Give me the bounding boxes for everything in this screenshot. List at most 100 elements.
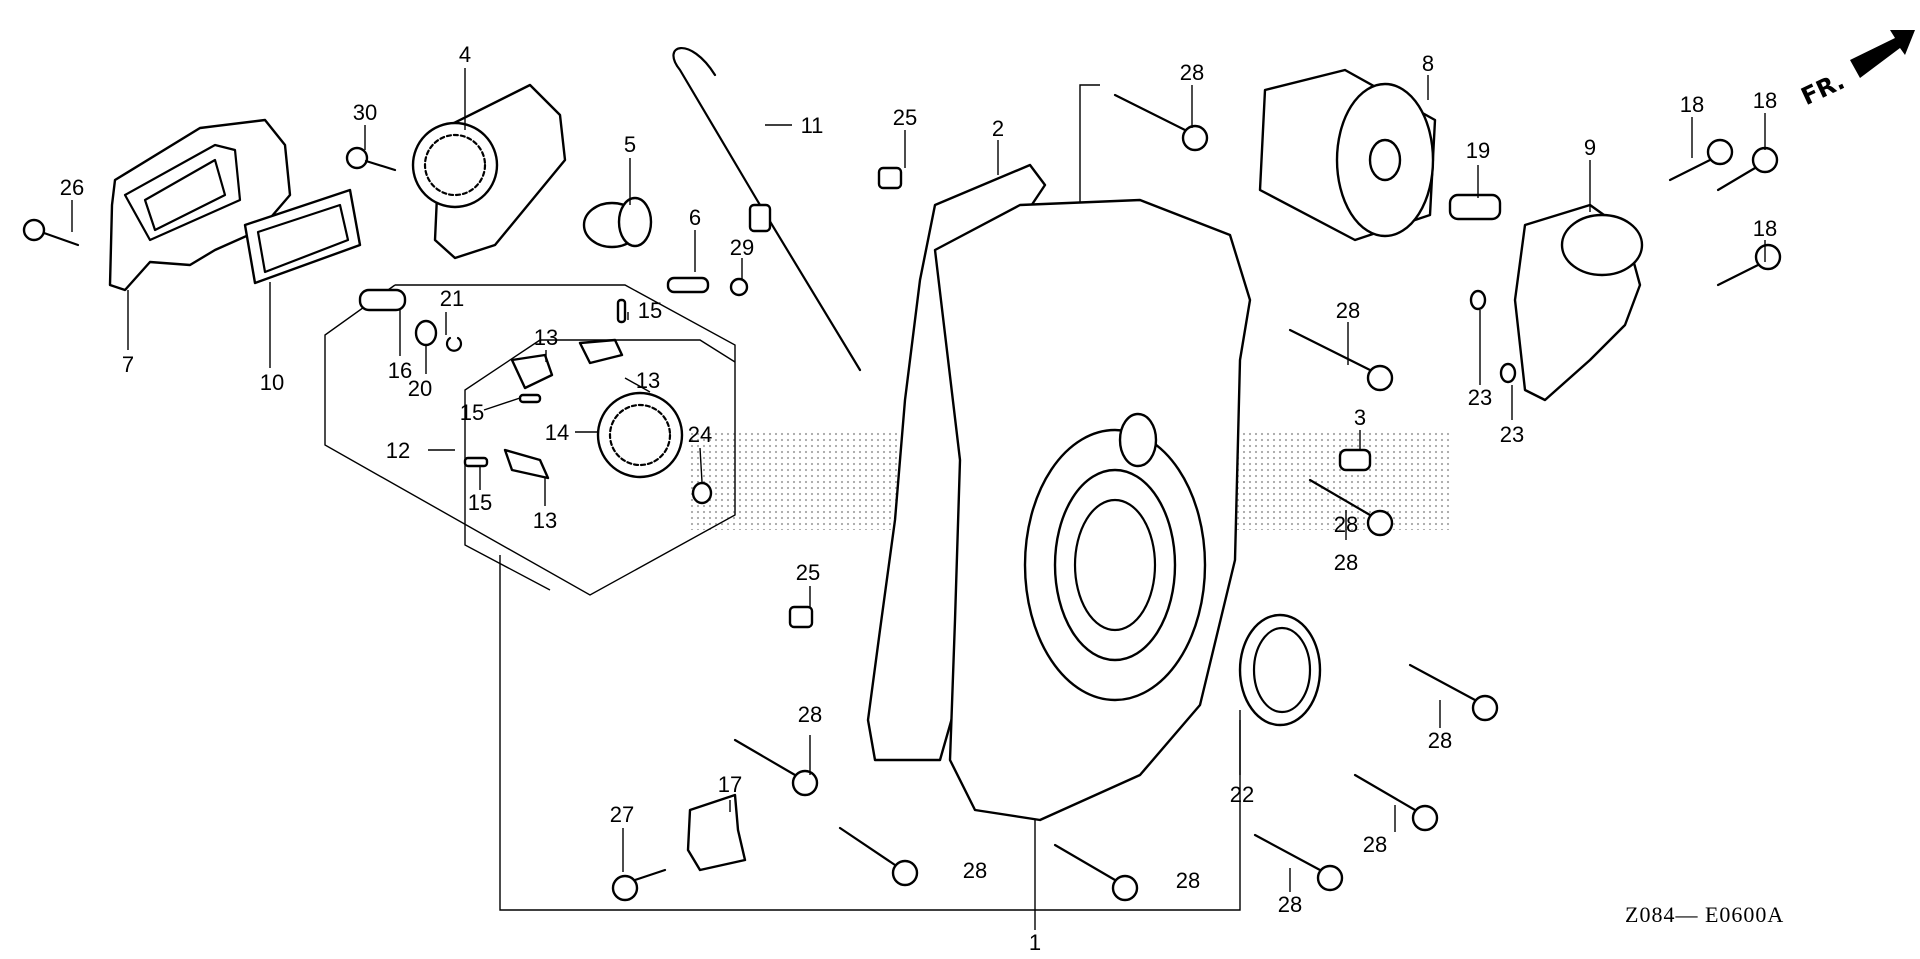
bolt-head [791,769,819,797]
callout-label: 1 [1029,930,1041,955]
part-28-bolt-h [838,826,919,887]
callout-label: 13 [533,508,557,533]
part-22-oil-seal [1238,613,1322,727]
callout-label: 13 [534,325,558,350]
part-28-bolt-g [1053,843,1139,902]
leader-line [624,377,651,393]
bolt-shank [1353,773,1417,812]
callout-label: 21 [440,286,464,311]
callout-label: 18 [1680,92,1704,117]
callout-label: 28 [1176,868,1200,893]
part-8-oil-filter [1258,68,1437,242]
bolts [611,93,1782,902]
front-direction-indicator: FR. [1797,30,1915,111]
diagram-reference-code: Z084— E0600A [1625,902,1784,927]
callout-label: 22 [1230,782,1254,807]
callout-label: 28 [798,702,822,727]
callout-label: 18 [1753,216,1777,241]
part-19-nipple [1448,193,1502,221]
callout-label: 20 [408,376,432,401]
bolt-head [1411,804,1439,832]
part-15-pins [463,298,627,468]
callout-label: 14 [545,420,569,445]
callout-label: 28 [1363,832,1387,857]
part-9-filter-base [1513,203,1644,402]
callout-label: 13 [636,368,660,393]
callout-label: 5 [624,132,636,157]
bolt-shank [1408,663,1477,702]
callout-label: 6 [689,205,701,230]
callout-label: 8 [1422,51,1434,76]
callout-label: 15 [468,490,492,515]
part-18-bolt-b [1716,146,1779,192]
part-18-bolt-a [1668,138,1734,182]
part-1-case-cover [933,198,1252,822]
part-27-bolt [611,868,667,902]
part-18-bolt-c [1716,243,1782,287]
callout-label: 28 [1334,550,1358,575]
callout-label: 28 [1334,512,1358,537]
part-3-spring [1338,448,1372,472]
part-7-bracket [108,118,292,292]
callout-label: 28 [1180,60,1204,85]
part-28-bolt-a [1113,93,1209,152]
part-28-bolt-d [1408,663,1499,722]
part-25-dowel-top [877,166,903,190]
part-4-gear-plate [411,83,567,260]
part-23-washer-a [1469,289,1487,311]
bolt-shank [1716,263,1760,287]
callout-label: 4 [459,42,471,67]
bolt-shank [1253,833,1322,872]
bolt-shank [1716,166,1757,192]
bolt-head [1366,509,1394,537]
part-28-bolt-e [1353,773,1439,832]
callout-label: 15 [638,298,662,323]
part-11-dipstick [672,47,862,372]
bolt-head [1316,864,1344,892]
part-13-weights [503,338,624,480]
callout-label: 17 [718,772,742,797]
callout-label: 29 [730,235,754,260]
callout-label: 25 [796,560,820,585]
callout-label: 27 [610,802,634,827]
callout-label: 24 [688,422,712,447]
bolt-head [1706,138,1734,166]
bolt-shank [733,738,797,777]
part-26-bolt [22,218,80,247]
leader-line [483,397,521,411]
callout-label: 23 [1468,385,1492,410]
bolt-head [1181,124,1209,152]
callout-label: 7 [122,352,134,377]
part-6-spring [666,276,710,294]
part-28-bolt-b [1288,328,1394,392]
kit-outline-case [499,84,1241,911]
bolt-head [611,874,639,902]
bolt-shank [633,868,667,882]
bolt-shank [1668,158,1712,182]
bolt-head [1111,874,1139,902]
bolt-shank [1288,328,1372,372]
part-25-dowel-bottom [788,605,814,629]
callout-label: 15 [460,400,484,425]
part-23-washer-b [1499,362,1517,384]
bolt-shank [1113,93,1187,132]
leader-lines [71,68,1766,930]
callout-label: 25 [893,105,917,130]
callout-label: 23 [1500,422,1524,447]
callout-label: 12 [386,438,410,463]
callout-label: 28 [963,858,987,883]
bolt-head [1751,146,1779,174]
callout-label: 11 [801,113,824,138]
callout-label: 2 [992,116,1004,141]
callout-label: 9 [1584,135,1596,160]
bolt-head [891,859,919,887]
kit-outline-oil-pump [324,284,736,596]
part-16-pin [358,288,407,312]
callout-label: 10 [260,370,284,395]
direction-label: FR. [1797,67,1849,111]
front-arrow-icon [1850,30,1915,78]
leader-line [699,447,703,483]
bolt-head [1471,694,1499,722]
